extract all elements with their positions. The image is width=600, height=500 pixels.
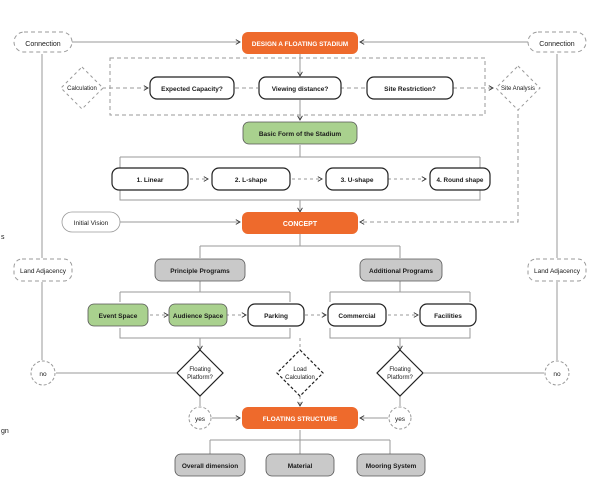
form-option-linear-label: 1. Linear xyxy=(137,177,164,184)
form-option-u-shape: 3. U-shape xyxy=(325,167,389,191)
connection-left-label: Connection xyxy=(25,41,61,48)
principle-programs-node: Principle Programs xyxy=(154,258,246,282)
floating-structure-node: FLOATING STRUCTURE xyxy=(242,407,358,429)
load-calculation-node: Load Calculation xyxy=(276,349,324,397)
form-option-l-shape: 2. L-shape xyxy=(211,167,291,191)
mooring-system-node: Mooring System xyxy=(356,453,426,477)
concept-node: CONCEPT xyxy=(242,212,358,234)
principle-programs-label: Principle Programs xyxy=(170,268,230,275)
event-space-node: Event Space xyxy=(87,303,149,327)
floating-left-line2: Platform? xyxy=(187,375,213,381)
land-adjacency-right-node: Land Adjacency xyxy=(527,258,587,282)
title-label: DESIGN A FLOATING STADIUM xyxy=(252,41,348,48)
parking-label: Parking xyxy=(264,313,288,320)
overall-dimension-label: Overall dimension xyxy=(182,463,238,470)
connection-right-node: Connection xyxy=(527,31,587,53)
title-node: DESIGN A FLOATING STADIUM xyxy=(242,32,358,54)
expected-capacity-label: Expected Capacity? xyxy=(161,86,223,93)
form-option-l-shape-label: 2. L-shape xyxy=(235,177,268,184)
connection-left-node: Connection xyxy=(13,31,73,53)
site-analysis-label: Site Analysis xyxy=(501,86,535,92)
form-option-round-shape: 4. Round shape xyxy=(429,167,491,191)
land-adjacency-left-label: Land Adjacency xyxy=(20,268,67,275)
yes-right-node: yes xyxy=(388,406,412,430)
basic-form-label: Basic Form of the Stadium xyxy=(259,131,342,138)
connection-right-label: Connection xyxy=(539,41,575,48)
overall-dimension-node: Overall dimension xyxy=(174,453,246,477)
floating-structure-label: FLOATING STRUCTURE xyxy=(263,416,338,423)
floating-platform-left-node: Floating Platform? xyxy=(176,349,224,397)
no-left-label: no xyxy=(39,371,47,378)
site-restriction-node: Site Restriction? xyxy=(366,76,454,100)
yes-left-node: yes xyxy=(188,406,212,430)
additional-programs-label: Additional Programs xyxy=(369,268,433,275)
additional-programs-node: Additional Programs xyxy=(359,258,443,282)
form-option-round-shape-label: 4. Round shape xyxy=(437,177,484,184)
commercial-label: Commercial xyxy=(338,313,375,320)
concept-label: CONCEPT xyxy=(283,221,318,228)
load-calc-line1: Load xyxy=(293,367,306,373)
audience-space-node: Audience Space xyxy=(168,303,228,327)
land-adjacency-left-node: Land Adjacency xyxy=(13,258,73,282)
no-right-node: no xyxy=(544,360,570,386)
no-right-label: no xyxy=(553,371,561,378)
site-analysis-node: Site Analysis xyxy=(495,65,541,111)
floating-right-line1: Floating xyxy=(389,367,410,373)
margin-text-gn: gn xyxy=(1,428,9,435)
load-calc-line2: Calculation xyxy=(285,375,315,381)
calculation-node: Calculation xyxy=(60,66,104,110)
site-restriction-label: Site Restriction? xyxy=(384,86,436,93)
audience-space-label: Audience Space xyxy=(173,313,224,320)
floating-platform-right-node: Floating Platform? xyxy=(376,349,424,397)
land-adjacency-right-label: Land Adjacency xyxy=(534,268,581,275)
calculation-label: Calculation xyxy=(67,86,97,92)
margin-text-s: s xyxy=(1,234,5,241)
mooring-system-label: Mooring System xyxy=(366,463,417,470)
connector-lines xyxy=(41,39,558,454)
expected-capacity-node: Expected Capacity? xyxy=(149,76,235,100)
yes-left-label: yes xyxy=(195,416,206,423)
initial-vision-label: Initial Vision xyxy=(74,220,109,227)
facilities-node: Facilities xyxy=(419,303,477,327)
viewing-distance-label: Viewing distance? xyxy=(272,86,329,93)
material-node: Material xyxy=(265,453,335,477)
floating-right-line2: Platform? xyxy=(387,375,413,381)
basic-form-node: Basic Form of the Stadium xyxy=(242,121,358,145)
form-option-linear: 1. Linear xyxy=(111,167,189,191)
floating-left-line1: Floating xyxy=(189,367,210,373)
yes-right-label: yes xyxy=(395,416,406,423)
initial-vision-node: Initial Vision xyxy=(61,211,121,233)
form-option-u-shape-label: 3. U-shape xyxy=(341,177,374,184)
parking-node: Parking xyxy=(247,303,305,327)
material-label: Material xyxy=(288,463,313,470)
event-space-label: Event Space xyxy=(99,313,138,320)
no-left-node: no xyxy=(30,360,56,386)
facilities-label: Facilities xyxy=(434,313,462,320)
commercial-node: Commercial xyxy=(327,303,387,327)
viewing-distance-node: Viewing distance? xyxy=(258,76,342,100)
